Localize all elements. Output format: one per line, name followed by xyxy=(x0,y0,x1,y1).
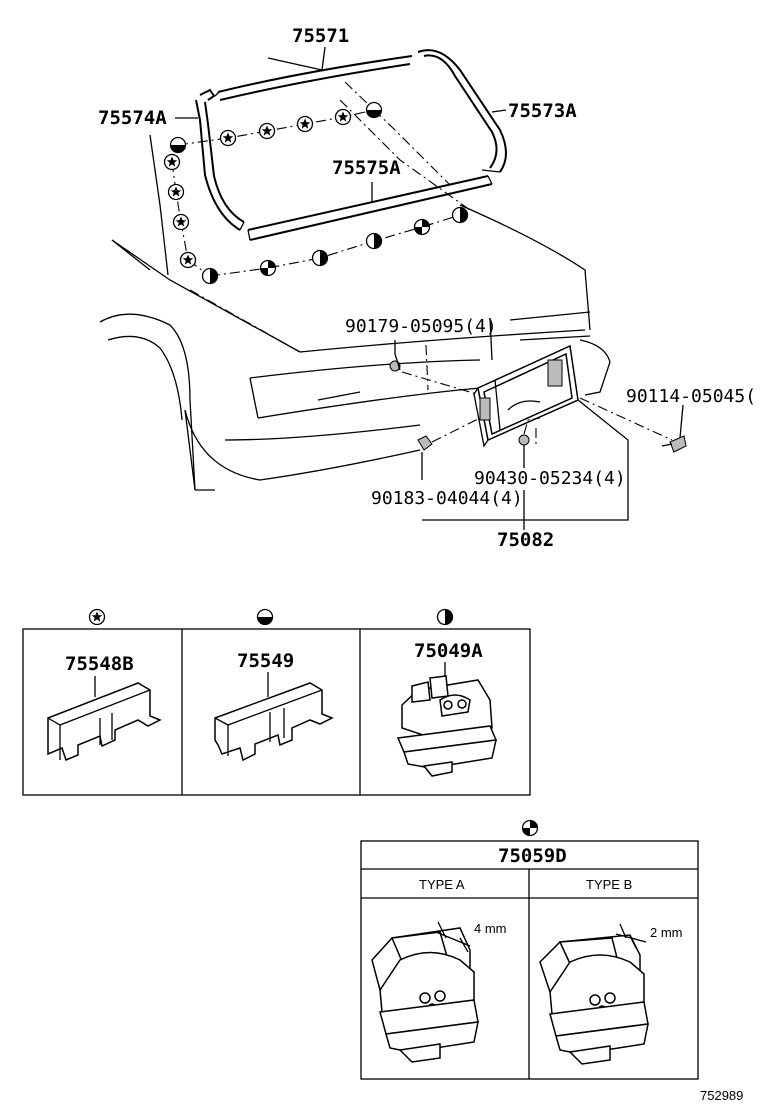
label-75573A: 75573A xyxy=(508,100,577,122)
clip-chain-left xyxy=(163,153,211,277)
car-body xyxy=(99,99,611,491)
half-circle-clip-icon xyxy=(256,608,274,626)
type-a-drawing: 4 mm xyxy=(371,921,507,1063)
clip-label-75049A: 75049A xyxy=(414,640,483,662)
clip-75049A-drawing xyxy=(396,662,498,777)
nut-90183 xyxy=(417,417,481,451)
label-75571: 75571 xyxy=(292,25,349,47)
screw-90114 xyxy=(579,397,687,453)
label-75575A: 75575A xyxy=(332,157,401,179)
label-90430-05234: 90430-05234(4) xyxy=(474,468,626,489)
clip-chain-upper xyxy=(169,101,383,154)
type-a-dimension: 4 mm xyxy=(474,921,507,936)
type-table-title: 75059D xyxy=(498,845,567,867)
type-table: 75059D TYPE A TYPE B 4 mm xyxy=(360,819,699,1080)
clip-chain-lower xyxy=(201,206,469,285)
leader-lines xyxy=(175,46,684,530)
split-circle-clip-icon xyxy=(436,608,454,626)
license-lamp-assembly xyxy=(473,344,579,448)
quarter-circle-clip-icon xyxy=(521,819,539,837)
clip-label-75548B: 75548B xyxy=(65,653,134,675)
label-75082: 75082 xyxy=(497,529,554,551)
nut-90430 xyxy=(518,417,541,448)
clip-75549-drawing xyxy=(214,672,334,762)
label-90183-04044: 90183-04044(4) xyxy=(371,488,523,509)
type-a-header: TYPE A xyxy=(419,877,465,892)
star-clip-icon xyxy=(88,608,106,626)
label-90114-05045: 90114-05045( xyxy=(626,386,756,407)
clip-75548B-drawing xyxy=(47,676,162,762)
clip-table: 75548B 75549 75049A xyxy=(22,608,531,796)
type-b-header: TYPE B xyxy=(586,877,632,892)
nut-90179 xyxy=(389,340,481,396)
rear-window-mouldings xyxy=(195,49,507,241)
label-75574A: 75574A xyxy=(98,107,167,129)
label-90179-05095: 90179-05095(4) xyxy=(345,316,497,337)
type-b-dimension: 2 mm xyxy=(650,925,683,940)
clip-label-75549: 75549 xyxy=(237,650,294,672)
type-b-drawing: 2 mm xyxy=(539,923,683,1065)
drawing-number: 752989 xyxy=(700,1088,743,1103)
